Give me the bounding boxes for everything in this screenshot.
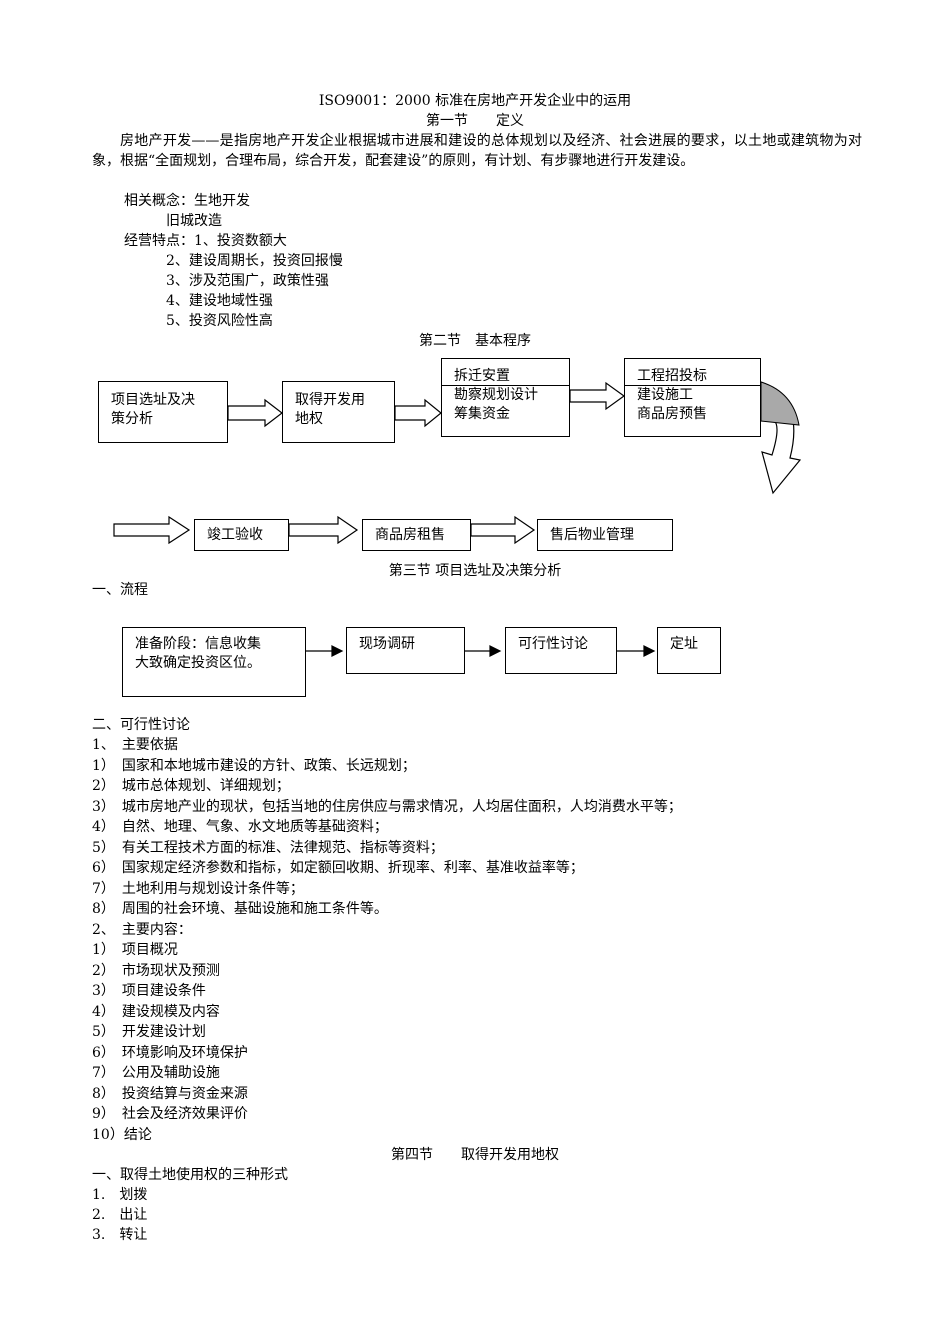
operating-features-label: 经营特点：1、投资数额大: [124, 233, 287, 249]
flow-box-sales: 商品房租售: [362, 519, 471, 551]
flow-box-text: 现场调研: [359, 636, 415, 652]
list-item: 8） 投资结算与资金来源: [92, 1086, 248, 1102]
flow-box-text: 取得开发用: [295, 392, 365, 408]
flow-box-site-selection: 项目选址及决 策分析: [98, 381, 228, 443]
section3-heading: 第三节 项目选址及决策分析: [388, 563, 562, 579]
flow-box-text: 策分析: [111, 411, 153, 427]
flow-box-feasibility: 可行性讨论: [505, 627, 617, 674]
flow-box-property-management: 售后物业管理: [537, 519, 673, 551]
flow-box-preparation: 拆迁安置 勘察规划设计 筹集资金: [441, 358, 570, 437]
hollow-arrow-icon: [227, 398, 283, 428]
flow-box-site-decision: 定址: [657, 627, 721, 674]
flow-box-preparation-stage: 准备阶段：信息收集 大致确定投资区位。: [122, 627, 306, 697]
list-item: 1） 项目概况: [92, 942, 178, 958]
subheading: 一、流程: [92, 582, 148, 598]
flow-box-text: 项目选址及决: [111, 392, 195, 408]
related-concepts-label: 相关概念：生地开发: [124, 193, 250, 209]
flow-box-text: 大致确定投资区位。: [135, 655, 261, 671]
arrow-icon: [489, 645, 502, 657]
list-item: 7） 公用及辅助设施: [92, 1065, 220, 1081]
site-selection-flowchart: [306, 645, 656, 657]
list-item: 9） 社会及经济效果评价: [92, 1106, 248, 1122]
flow-box-site-survey: 现场调研: [346, 627, 465, 674]
flow-box-text: 建设施工: [637, 387, 693, 403]
list-item: 6） 国家规定经济参数和指标，如定额回收期、折现率、利率、基准收益率等；: [92, 860, 584, 876]
feature-item: 4、建设地域性强: [166, 293, 273, 309]
procedure-flowchart: [113, 381, 802, 545]
list-item: 8） 周围的社会环境、基础设施和施工条件等。: [92, 901, 388, 917]
flow-box-text: 工程招投标: [637, 368, 707, 384]
hollow-arrow-icon: [288, 515, 359, 545]
arrow-icon: [643, 645, 656, 657]
hollow-arrow-icon: [394, 398, 442, 428]
hollow-arrow-icon: [470, 515, 536, 545]
list-title: 1、 主要依据: [92, 737, 178, 753]
list-item: 1. 划拨: [92, 1187, 148, 1203]
feature-item: 3、涉及范围广，政策性强: [166, 273, 329, 289]
section4-heading: 第四节 取得开发用地权: [391, 1147, 559, 1163]
flow-box-text: 售后物业管理: [550, 527, 634, 543]
list-item: 10）结论: [92, 1127, 152, 1143]
list-item: 3） 城市房地产业的现状，包括当地的住房供应与需求情况，人均居住面积，人均消费水…: [92, 799, 682, 815]
list-item: 3. 转让: [92, 1227, 148, 1243]
hollow-arrow-icon: [113, 515, 191, 545]
list-item: 7） 土地利用与规划设计条件等；: [92, 881, 304, 897]
list-item: 5） 有关工程技术方面的标准、法律规范、指标等资料；: [92, 840, 444, 856]
list-item: 4） 自然、地理、气象、水文地质等基础资料；: [92, 819, 388, 835]
list-item: 6） 环境影响及环境保护: [92, 1045, 248, 1061]
document-title: ISO9001：2000 标准在房地产开发企业中的运用: [318, 93, 632, 109]
flow-box-text: 筹集资金: [454, 406, 510, 422]
list-item: 4） 建设规模及内容: [92, 1004, 220, 1020]
list-title: 2、 主要内容：: [92, 922, 192, 938]
list-item: 2） 市场现状及预测: [92, 963, 220, 979]
related-concept-item: 旧城改造: [166, 213, 222, 229]
section1-heading: 第一节 定义: [426, 113, 524, 129]
arrow-icon: [331, 645, 344, 657]
flow-box-text: 商品房租售: [375, 527, 445, 543]
feature-item: 2、建设周期长，投资回报慢: [166, 253, 343, 269]
list-item: 5） 开发建设计划: [92, 1024, 206, 1040]
flow-box-completion: 竣工验收: [194, 519, 289, 551]
list-item: 3） 项目建设条件: [92, 983, 206, 999]
section2-heading: 第二节 基本程序: [419, 333, 531, 349]
flow-box-text: 地权: [295, 411, 323, 427]
list-item: 1） 国家和本地城市建设的方针、政策、长远规划；: [92, 758, 416, 774]
flow-box-text: 拆迁安置: [454, 368, 510, 384]
flow-box-text: 商品房预售: [637, 406, 707, 422]
definition-paragraph: 房地产开发——是指房地产开发企业根据城市进展和建设的总体规划以及经济、社会进展的…: [92, 133, 862, 169]
flow-box-text: 可行性讨论: [518, 636, 588, 652]
flow-box-text: 勘察规划设计: [454, 387, 538, 403]
list-item: 2） 城市总体规划、详细规划；: [92, 778, 290, 794]
subheading: 一、取得土地使用权的三种形式: [92, 1167, 288, 1183]
feature-item: 5、投资风险性高: [166, 313, 273, 329]
flow-box-text: 竣工验收: [207, 527, 263, 543]
flow-box-text: 准备阶段：信息收集: [135, 636, 261, 652]
list-item: 2. 出让: [92, 1207, 148, 1223]
subheading: 二、可行性讨论: [92, 717, 190, 733]
flow-box-construction: 工程招投标 建设施工 商品房预售: [624, 358, 761, 437]
hollow-arrow-icon: [569, 381, 626, 411]
flow-box-land-rights: 取得开发用 地权: [282, 381, 395, 443]
flow-box-text: 定址: [670, 636, 698, 652]
